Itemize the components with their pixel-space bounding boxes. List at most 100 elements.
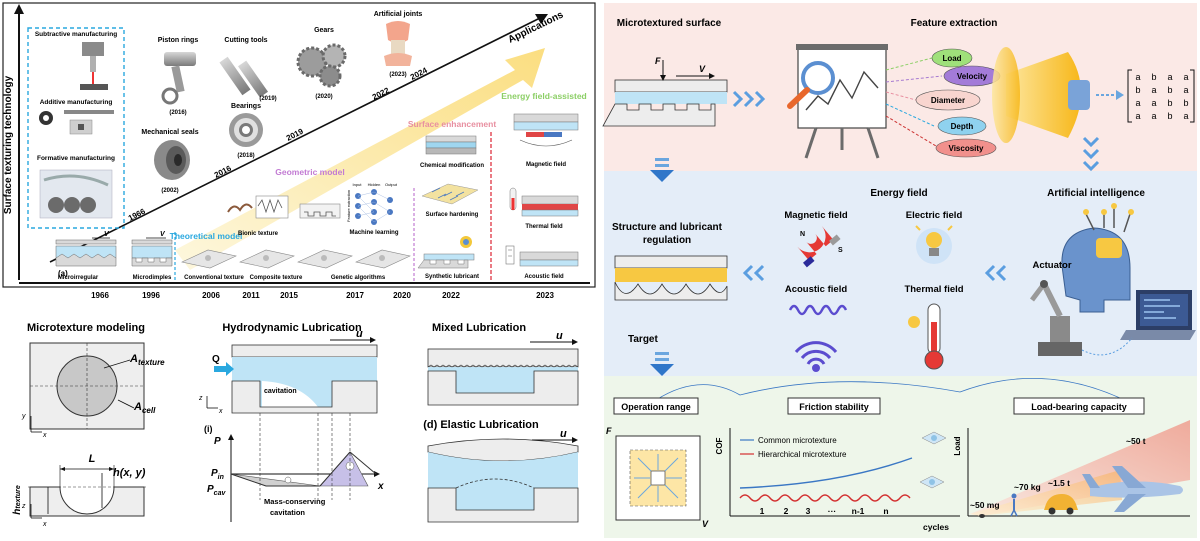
regulation-bottom-plate: [614, 281, 728, 301]
ai-head-icon: [1061, 203, 1134, 313]
ant-icon: [979, 514, 985, 518]
formative-label: Formative manufacturing: [37, 155, 115, 162]
P-in-label: Pin: [211, 468, 224, 481]
elastic-deformation-line: [455, 478, 535, 489]
m32: b: [1167, 111, 1172, 121]
a-cell-label: Acell: [133, 401, 156, 415]
V-arrowhead: [709, 73, 715, 79]
surface-bottom-plate: [602, 103, 716, 127]
x-axis-arrow-hydro: [374, 471, 380, 477]
m03: a: [1183, 72, 1188, 82]
applications-arrow-icon: [535, 14, 548, 24]
v-label-1: V: [104, 231, 110, 238]
mechanical-seals-label: Mechanical seals: [141, 129, 198, 136]
L-arrow-right: [109, 467, 114, 471]
elastic-bottom-plate: [427, 487, 579, 523]
funnel-nozzle: [1068, 80, 1090, 110]
texture-cell-icons: [919, 431, 947, 489]
m02: a: [1167, 72, 1172, 82]
timeline-panel-label: (a): [58, 269, 68, 278]
a-texture-pointer: [103, 359, 131, 369]
legend-common: Common microtexture: [758, 436, 837, 445]
year-1966: 1966: [91, 291, 109, 300]
operation-range-box: [613, 397, 699, 415]
laptop-icon: [1120, 290, 1196, 340]
m13: a: [1183, 85, 1188, 95]
bearings-label: Bearings: [231, 103, 261, 110]
P-cav-label: Pcav: [207, 484, 226, 497]
F-arrowhead: [660, 75, 666, 81]
thermal-field-panel-icon: [509, 187, 579, 217]
axis-x-hydro: x: [218, 408, 223, 415]
year-2020: 2020: [393, 291, 411, 300]
subtractive-machine-icon: [80, 42, 108, 90]
artificial-intelligence-title: Artificial intelligence: [1047, 188, 1145, 199]
surface-hardening-label: Surface hardening: [426, 212, 479, 218]
sound-signal-icon: [794, 341, 838, 372]
hydro-top-plate: [231, 344, 378, 358]
feature-diameter: [915, 89, 981, 111]
thermal-field-title: Thermal field: [904, 284, 963, 295]
additive-printer-icon: [39, 110, 114, 135]
surface-hardening-icon: [421, 183, 479, 205]
cutting-tools-label: Cutting tools: [224, 37, 267, 44]
a-cell-pointer: [117, 399, 135, 409]
hierarchical-microtexture-curve: [739, 494, 911, 502]
elastic-title: (d) Elastic Lubrication: [423, 419, 539, 431]
electric-field-title: Electric field: [906, 210, 963, 221]
chemical-modification-icon: [425, 135, 477, 155]
panel-i-label: (i): [204, 424, 213, 434]
common-microtexture-curve: [739, 457, 913, 489]
feature-viscosity-label: Viscosity: [949, 144, 985, 153]
applications-axis: [49, 17, 541, 263]
mixed-title: Mixed Lubrication: [432, 322, 526, 334]
cutting-tools-icon: [219, 56, 268, 98]
nn-hidden-label: Hidden: [368, 182, 381, 187]
cof-axis-label: COF: [715, 437, 724, 454]
V-label: V: [699, 64, 706, 74]
elastic-fluid: [428, 452, 578, 510]
magnetic-field-label: Magnetic field: [526, 162, 566, 168]
L-label: L: [89, 453, 96, 465]
timeline-panel: Surface texturing technology Application…: [2, 2, 596, 288]
funnel-mouth: [992, 47, 1020, 143]
down-arrow-icon-2: [650, 352, 674, 376]
robot-arm-icon: [1030, 280, 1082, 356]
mechanical-seals-year: (2002): [161, 188, 178, 194]
x-axis-label-hydro: x: [377, 481, 384, 492]
pressure-drop-region: [230, 473, 321, 487]
regulation-top-plate: [614, 255, 728, 269]
piston-rings-label: Piston rings: [158, 37, 199, 44]
u-arrowhead-elastic: [572, 437, 578, 443]
m23: b: [1183, 98, 1188, 108]
u-label-mixed: u: [556, 330, 563, 342]
m11: a: [1151, 85, 1156, 95]
feature-load: [931, 48, 973, 68]
rough-asperities: [427, 364, 579, 368]
cycle-tick-n-1: n-1: [852, 506, 865, 516]
P-axis-label: P: [214, 436, 221, 447]
m30: a: [1135, 111, 1140, 121]
microdimples-icon: [131, 239, 173, 267]
gears-label: Gears: [314, 27, 334, 34]
u-arrowhead-hydro: [370, 337, 376, 343]
m31: a: [1151, 111, 1156, 121]
load-bearing-label: Load-bearing capacity: [1031, 402, 1127, 412]
F-label: F: [655, 56, 661, 66]
year-2006: 2006: [202, 291, 220, 300]
neural-network-icon: [355, 189, 393, 225]
expansion-arrows-icon: [634, 454, 682, 502]
stage-energy-field-assisted: Energy field-assisted: [501, 91, 587, 101]
mass-conserving-label: Mass-conserving: [264, 497, 326, 506]
cycle-tick-2: 2: [784, 506, 789, 516]
m01: b: [1151, 72, 1156, 82]
piston-rings-year: (2016): [169, 110, 186, 116]
machine-learning-label: Machine learning: [349, 230, 398, 236]
year-2022: 2022: [442, 291, 460, 300]
piston-rings-icon: [161, 52, 196, 105]
timeline-axis-title: Surface texturing technology: [3, 75, 14, 214]
L-arrow-left: [60, 467, 65, 471]
acoustic-field-title: Acoustic field: [785, 284, 847, 295]
y-axis-arrow-icon: [14, 4, 24, 14]
modeling-title: Microtexture modeling: [27, 322, 145, 334]
